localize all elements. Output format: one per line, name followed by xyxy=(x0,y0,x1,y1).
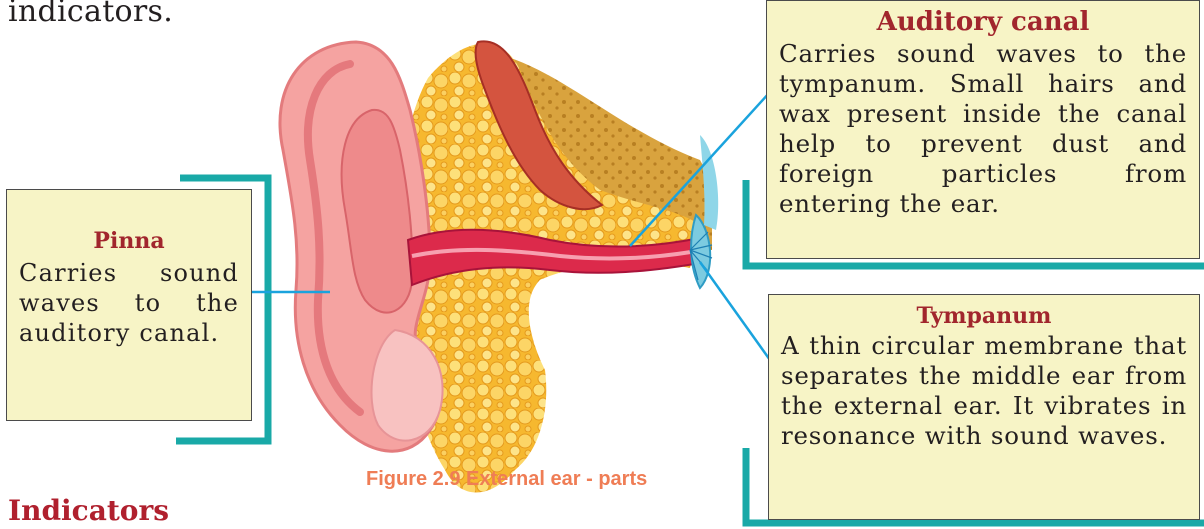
figure-caption: Figure 2.9 External ear - parts xyxy=(366,468,647,491)
auditory-canal-description: Carries sound waves to the tympanum. Sma… xyxy=(779,39,1187,219)
tympanum-leader-line xyxy=(700,262,770,360)
tympanum-title: Tympanum xyxy=(781,303,1187,329)
tympanum-label-box: Tympanum A thin circular membrane that s… xyxy=(768,294,1200,520)
pinna-description: Carries sound waves to the auditory cana… xyxy=(19,258,239,348)
section-heading: Indicators xyxy=(8,494,169,527)
auditory-canal-label-box: Auditory canal Carries sound waves to th… xyxy=(766,0,1200,259)
canal-leader-line xyxy=(630,92,770,246)
tympanum-description: A thin circular membrane that separates … xyxy=(781,331,1187,451)
pinna-label-box: Pinna Carries sound waves to the auditor… xyxy=(6,189,252,421)
auditory-canal-title: Auditory canal xyxy=(779,7,1187,37)
pinna-title: Pinna xyxy=(19,228,239,254)
